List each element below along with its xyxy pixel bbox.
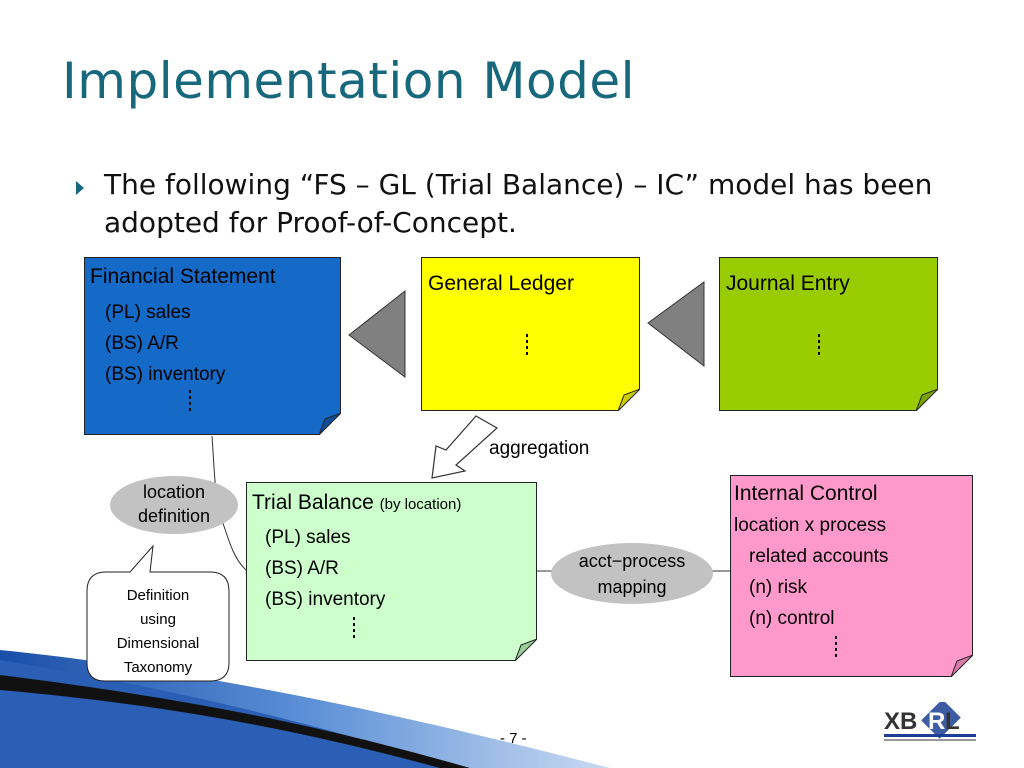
acct-process-mapping-ellipse: acct−process mapping: [551, 543, 713, 604]
xbrl-logo-mark: XB R L: [884, 699, 976, 741]
callout-line-4: Taxonomy: [123, 659, 193, 676]
tb-continuation-dots: [353, 617, 355, 641]
ic-line-related-accounts: related accounts: [749, 546, 889, 567]
ic-line-risk: (n) risk: [749, 577, 808, 598]
internal-control-box: Internal Control location x process rela…: [730, 475, 973, 677]
callout-line-2: using: [140, 611, 176, 628]
tb-page-fold: [515, 639, 537, 661]
callout-bubble: [86, 544, 230, 682]
bullet-text: The following “FS – GL (Trial Balance) –…: [104, 168, 933, 239]
acct-process-mapping-line-1: acct−process: [578, 551, 686, 571]
je-continuation-dots: [818, 334, 820, 358]
acct-process-mapping-line-2: mapping: [597, 577, 667, 597]
tb-line-inventory: (BS) inventory: [265, 589, 386, 610]
fs-line-inventory: (BS) inventory: [105, 364, 226, 385]
financial-statement-box: Financial Statement (PL) sales (BS) A/R …: [84, 257, 341, 435]
trial-balance-title: Trial Balance (by location): [252, 491, 461, 515]
general-ledger-box: General Ledger: [421, 257, 640, 411]
financial-statement-title: Financial Statement: [90, 265, 276, 288]
slide-title: Implementation Model: [62, 52, 636, 110]
ic-continuation-dots: [835, 636, 837, 660]
general-ledger-title: General Ledger: [428, 272, 574, 295]
trial-balance-title-main: Trial Balance: [252, 491, 374, 514]
location-definition-line-1: location: [142, 482, 206, 502]
gl-page-fold: [618, 389, 640, 411]
internal-control-title: Internal Control: [734, 482, 878, 505]
fs-line-sales: (PL) sales: [105, 302, 191, 323]
gl-to-fs-arrow: [348, 289, 406, 378]
callout-line-1: Definition: [126, 587, 190, 604]
journal-entry-title: Journal Entry: [726, 272, 850, 295]
location-definition-line-2: definition: [137, 506, 211, 526]
svg-text:L: L: [945, 708, 960, 735]
bullet-arrow-icon: [76, 181, 84, 195]
location-definition-ellipse: location definition: [110, 476, 238, 534]
trial-balance-title-suffix: (by location): [379, 496, 462, 513]
svg-text:R: R: [928, 708, 945, 735]
xbrl-logo: XB R L: [878, 699, 982, 746]
ic-page-fold: [951, 655, 973, 677]
page-number: - 7 -: [500, 730, 527, 747]
tb-line-ar: (BS) A/R: [265, 558, 339, 579]
callout-text: Definition using Dimensional Taxonomy: [87, 584, 229, 680]
ic-line-control: (n) control: [749, 608, 835, 629]
je-page-fold: [916, 389, 938, 411]
svg-text:XB: XB: [884, 708, 917, 735]
gl-continuation-dots: [526, 334, 528, 358]
aggregation-arrow: [431, 415, 499, 479]
callout-line-3: Dimensional: [116, 635, 200, 652]
fs-line-ar: (BS) A/R: [105, 333, 179, 354]
journal-entry-box: Journal Entry: [719, 257, 938, 411]
aggregation-label: aggregation: [489, 438, 590, 459]
fs-continuation-dots: [189, 390, 191, 414]
ic-line-location-process: location x process: [734, 515, 887, 536]
je-to-gl-arrow: [647, 281, 705, 368]
tb-line-sales: (PL) sales: [265, 527, 351, 548]
fs-page-fold: [319, 413, 341, 435]
trial-balance-box: Trial Balance (by location) (PL) sales (…: [246, 482, 537, 661]
